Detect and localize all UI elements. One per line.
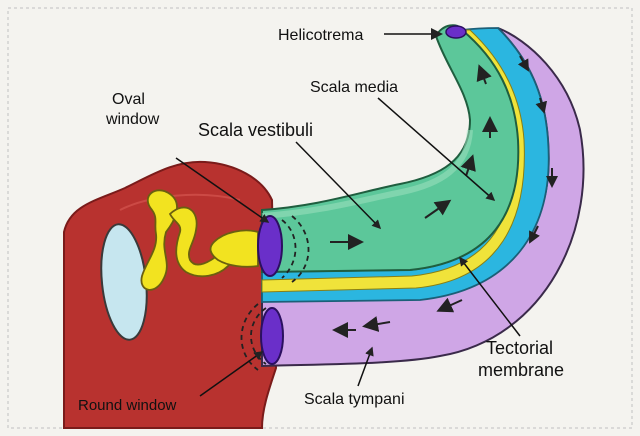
label-scala-vestibuli: Scala vestibuli [198, 120, 313, 140]
round-window [261, 308, 283, 364]
label-tectorial-1: Tectorial [486, 338, 553, 358]
label-scala-media: Scala media [310, 79, 398, 96]
scala-vestibuli [262, 25, 518, 272]
label-helicotrema: Helicotrema [278, 27, 363, 44]
oval-window [258, 216, 282, 276]
label-oval-window-1: Oval [112, 91, 145, 108]
label-round-window: Round window [78, 397, 177, 414]
label-tectorial-2: membrane [478, 360, 564, 380]
label-oval-window-2: window [105, 111, 160, 128]
label-scala-tympani: Scala tympani [304, 391, 405, 408]
helicotrema-tip [446, 26, 466, 38]
